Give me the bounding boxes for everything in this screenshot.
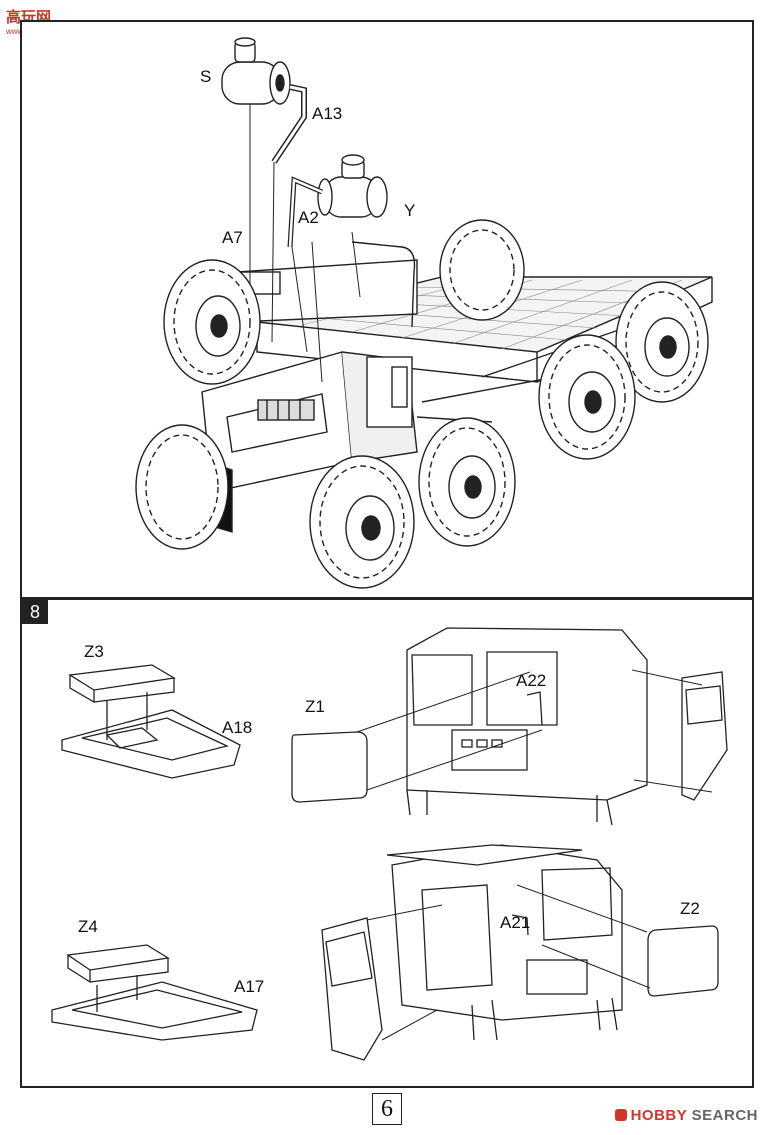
label-y: Y — [404, 201, 416, 220]
label-a13: A13 — [312, 104, 343, 123]
label-a2: A2 — [298, 208, 319, 227]
brand-watermark: HOBBY SEARCH — [614, 1107, 758, 1124]
label-a22: A22 — [516, 671, 547, 690]
step-8-panel: 8 — [20, 598, 754, 1088]
label-z1: Z1 — [305, 697, 325, 716]
vehicle-chassis-illustration — [135, 37, 713, 589]
page-number: 6 — [372, 1093, 402, 1125]
label-z2: Z2 — [680, 899, 700, 918]
brand-logo-icon — [614, 1109, 627, 1121]
label-a21: A21 — [500, 913, 531, 932]
cab-assembly-illustration — [51, 627, 728, 1061]
label-s: S — [200, 67, 212, 86]
label-z4: Z4 — [78, 917, 98, 936]
label-a17: A17 — [234, 977, 265, 996]
step-7-panel: S A13 A2 Y A7 — [20, 20, 754, 599]
label-a18: A18 — [222, 718, 253, 737]
label-a7: A7 — [222, 228, 243, 247]
label-z3: Z3 — [84, 642, 104, 661]
step-number: 8 — [22, 600, 48, 624]
